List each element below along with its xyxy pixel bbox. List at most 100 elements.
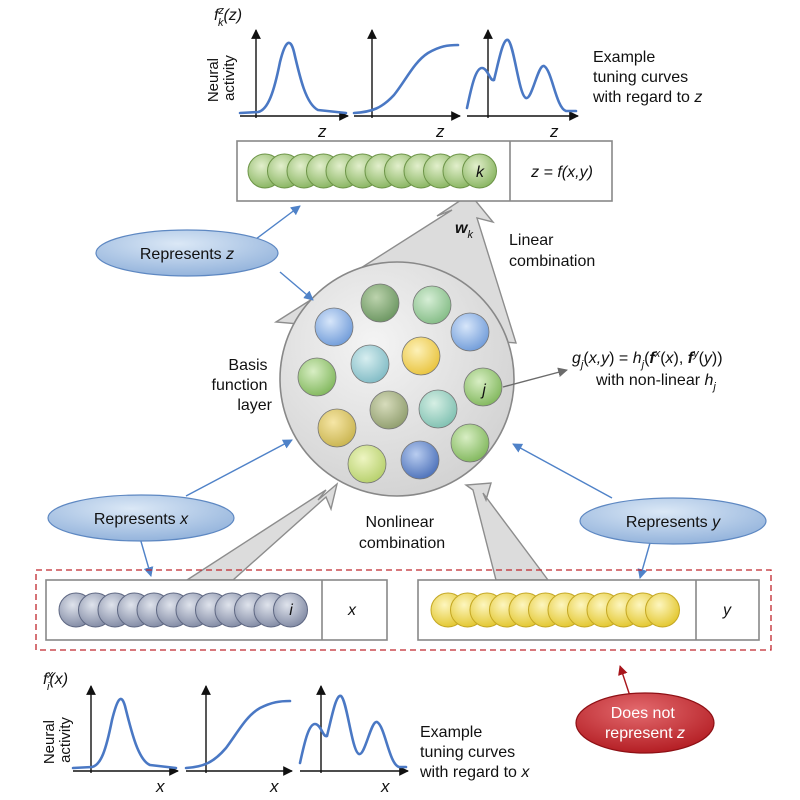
represents-x-prefix: Represents	[94, 511, 180, 528]
nonlinear-line1: Nonlinear	[366, 514, 435, 531]
basis-units	[297, 283, 503, 484]
nonlinear-line2: combination	[359, 535, 445, 552]
basis-unit	[314, 307, 354, 347]
represents-x-bubble: Represents x	[47, 494, 235, 542]
top-caption: Example tuning curves with regard to z	[592, 49, 702, 106]
top-neural-activity-label: Neural activity	[205, 54, 238, 102]
top-curve-3	[465, 38, 578, 113]
top-curve-1	[238, 41, 348, 115]
basis-formula-line2: with non-linear hj	[595, 372, 716, 393]
bottom-caption-line3-var: x	[520, 764, 530, 781]
linear-combination-line2: combination	[509, 253, 595, 270]
bottom-axis-label-2: x	[269, 777, 279, 796]
z-layer-unit	[462, 153, 497, 189]
top-plot-2: z	[352, 29, 461, 141]
weight-symbol: w	[455, 220, 469, 237]
bottom-plot-2: x	[184, 685, 293, 796]
does-not-line2-var: z	[676, 725, 685, 742]
does-not-line2: represent z	[605, 725, 685, 742]
represents-y-prefix: Represents	[626, 514, 712, 531]
x-layer-unit	[273, 592, 308, 628]
top-curve-f: f	[214, 7, 220, 24]
z-unit-k-label: k	[476, 164, 485, 181]
linear-combination-label: Linear combination	[509, 232, 595, 270]
x-layer-label: x	[347, 602, 357, 619]
x-unit-i-label: i	[289, 602, 293, 619]
input-layers-dashed-box	[35, 569, 772, 651]
represents-x-var: x	[179, 511, 189, 528]
basis-unit	[412, 285, 452, 325]
x-layer-units	[58, 592, 308, 628]
top-curve-sup: z	[217, 5, 224, 17]
x-layer: i x	[45, 579, 388, 641]
bottom-neural-activity-label: Neural activity	[41, 716, 74, 764]
top-axis-label-3: z	[549, 122, 559, 141]
represents-z-text: Represents z	[140, 246, 234, 263]
nonlinear-funnel-left	[184, 482, 339, 581]
top-caption-line2: tuning curves	[593, 69, 688, 86]
top-curve-sub: k	[218, 17, 224, 29]
bottom-caption-line2: tuning curves	[420, 744, 515, 761]
top-ylabel-line2: activity	[221, 55, 238, 101]
basis-unit	[297, 357, 337, 397]
bottom-axis-label-1: x	[155, 777, 165, 796]
bottom-caption: Example tuning curves with regard to x	[419, 724, 530, 781]
basis-unit	[450, 423, 490, 463]
basis-unit	[347, 444, 387, 484]
weight-subscript: k	[467, 229, 473, 241]
top-caption-line1: Example	[593, 49, 655, 66]
bottom-caption-line1: Example	[420, 724, 482, 741]
top-curve-arg: (z)	[223, 7, 242, 24]
does-not-represent-text: Does not represent z	[605, 705, 685, 742]
basis-label-line2: function	[212, 377, 268, 394]
basis-unit	[400, 440, 440, 480]
represents-z-var: z	[225, 246, 234, 263]
top-ylabel-line1: Neural	[205, 58, 222, 102]
nonlinear-funnel-right	[464, 482, 550, 581]
top-caption-line3-var: z	[693, 89, 702, 106]
z-layer: k z = f(x,y)	[236, 140, 613, 202]
represents-x-text: Represents x	[94, 511, 189, 528]
bottom-curve-3	[298, 694, 408, 769]
bottom-curve-sup: x	[46, 669, 53, 681]
weight-label: wk	[455, 220, 473, 241]
top-caption-line3-prefix: with regard to	[592, 89, 694, 106]
linear-combination-line1: Linear	[509, 232, 554, 249]
basis-label-line3: layer	[237, 397, 272, 414]
top-plot-3: z	[465, 29, 579, 141]
bottom-curve-arg: (x)	[49, 671, 68, 688]
top-caption-line3: with regard to z	[592, 89, 702, 106]
represents-y-text: Represents y	[626, 514, 721, 531]
represents-y-bubble: Represents y	[579, 497, 767, 545]
basis-unit	[369, 390, 409, 430]
basis-layer-label: Basis function layer	[212, 357, 273, 414]
does-not-represent-bubble: Does not represent z	[575, 665, 715, 754]
basis-unit	[401, 336, 441, 376]
represents-z-bubble: Represents z	[95, 229, 279, 277]
basis-unit	[418, 389, 458, 429]
basis-unit	[350, 344, 390, 384]
bottom-curve-2	[184, 699, 292, 770]
formula-arrow	[502, 367, 568, 388]
basis-function-layer: j	[279, 261, 515, 497]
does-not-line1: Does not	[611, 705, 676, 722]
bottom-axis-label-3: x	[380, 777, 390, 796]
basis-unit	[317, 408, 357, 448]
y-layer-units	[430, 592, 680, 628]
does-not-line2-prefix: represent	[605, 725, 677, 742]
basis-unit	[360, 283, 400, 323]
bottom-caption-line3-prefix: with regard to	[419, 764, 521, 781]
z-layer-formula: z = f(x,y)	[530, 164, 593, 181]
y-layer: y	[417, 579, 760, 641]
basis-unit-j-label: j	[480, 382, 486, 399]
basis-unit	[463, 367, 503, 407]
basis-formula-line1: gj(x,y) = hj(fx(x), fy(y))	[572, 348, 723, 371]
top-plot-1: z	[238, 29, 349, 141]
y-layer-unit	[645, 592, 680, 628]
bottom-ylabel-line1: Neural	[41, 720, 58, 764]
bottom-plot-3: x	[298, 685, 409, 796]
